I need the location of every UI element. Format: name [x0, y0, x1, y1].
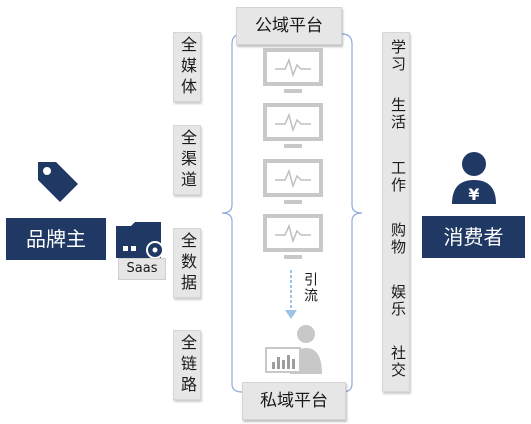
scenario-label: 娱乐 [389, 284, 407, 318]
monitor-pulse-icon [263, 159, 323, 204]
brand-owner-label: 品牌主 [26, 227, 86, 251]
consumer-scenarios-column: 学习 生活 工作 购物 娱乐 社交 [382, 32, 410, 392]
left-bracket [221, 33, 243, 393]
private-platform-box: 私域平台 [242, 382, 346, 420]
user-yen-icon: ¥ [452, 152, 496, 204]
svg-text:¥: ¥ [468, 185, 479, 204]
monitor-pulse-icon [263, 48, 323, 93]
price-tag-icon [38, 162, 78, 202]
scenario-label: 学习 [389, 39, 407, 73]
person-dashboard-icon [265, 325, 322, 374]
public-platform-label: 公域平台 [255, 16, 323, 36]
scenario-label: 社交 [389, 345, 407, 379]
label-all-channels: 全渠道 [173, 125, 201, 195]
label-all-media: 全媒体 [173, 32, 201, 102]
scenario-label: 购物 [389, 222, 407, 256]
consumer-box: 消费者 [422, 216, 525, 258]
scenario-label: 工作 [389, 160, 407, 194]
private-platform-label: 私域平台 [260, 391, 328, 411]
flow-label: 引流 [302, 272, 318, 304]
scenario-label: 生活 [389, 97, 407, 131]
brand-owner-box: 品牌主 [6, 218, 106, 260]
public-platform-box: 公域平台 [236, 7, 342, 45]
right-bracket [341, 33, 363, 393]
consumer-label: 消费者 [443, 225, 504, 249]
folder-gear-icon [116, 222, 164, 259]
label-all-links: 全链路 [173, 330, 201, 400]
monitor-pulse-icon [263, 103, 323, 148]
saas-label: Saas [118, 258, 166, 280]
flow-arrow-head [285, 310, 297, 319]
label-all-data: 全数据 [173, 228, 201, 298]
monitor-pulse-icon [263, 214, 323, 259]
